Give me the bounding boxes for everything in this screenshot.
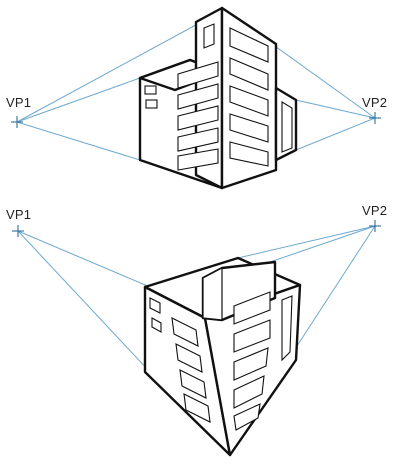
top-window (144, 85, 157, 95)
bottom-perspective-group (12, 220, 381, 457)
top-vp1-label: VP1 (6, 95, 32, 110)
top-window-grid-right (229, 27, 269, 167)
top-window (145, 99, 158, 109)
top-window (281, 101, 293, 153)
bottom-guide-line (269, 225, 376, 263)
bottom-building-tower-side (202, 267, 223, 321)
bottom-vp1-label: VP1 (6, 207, 32, 222)
top-guide-line (16, 77, 141, 123)
top-guide-line (16, 121, 141, 161)
top-guide-line (295, 99, 376, 119)
top-perspective-group (11, 6, 381, 190)
top-guide-line (16, 19, 206, 123)
bottom-vp2-label: VP2 (362, 203, 388, 218)
bottom-guide-line (283, 225, 376, 367)
bottom-vp2-marker (369, 220, 381, 232)
bottom-window-grid-left (149, 297, 211, 423)
top-window (203, 23, 215, 49)
bottom-vp1-marker (12, 225, 24, 237)
top-vp2-label: VP2 (362, 95, 388, 110)
bottom-guide-line (17, 230, 151, 288)
top-guide-line (295, 117, 376, 151)
bottom-guide-line (237, 225, 376, 259)
top-vp2-marker (369, 112, 381, 124)
bottom-guide-line (17, 230, 151, 373)
top-vp1-marker (11, 116, 23, 128)
top-window-grid-left (177, 61, 219, 171)
bottom-window-grid-right (233, 291, 293, 431)
